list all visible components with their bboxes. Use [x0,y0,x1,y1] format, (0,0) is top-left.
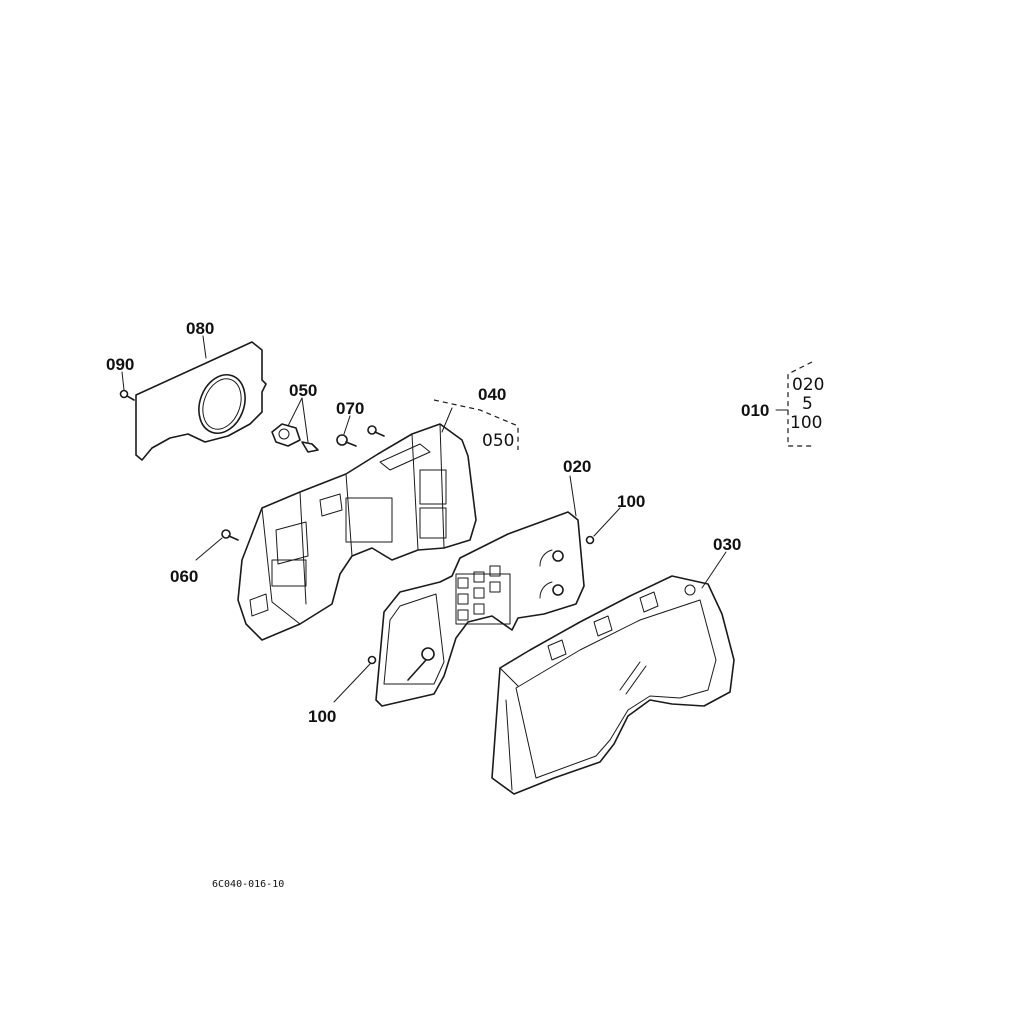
callout-060: 060 [170,567,198,586]
callout-070: 070 [336,399,364,418]
part-070-screws [336,425,385,447]
drawing-number: 6C040-016-10 [212,879,284,890]
part-090-screw [119,389,135,401]
bracket-010 [787,361,813,447]
part-100-screw-left [367,655,377,665]
part-050-bulb-sockets [271,423,319,453]
callout-020: 020 [563,457,591,476]
part-060-screw [221,529,239,541]
callout-010-range-top: 020 [792,375,824,395]
callout-090: 090 [106,355,134,374]
callout-100-right: 100 [617,492,645,511]
callout-100-left: 100 [308,707,336,726]
callout-040: 040 [478,385,506,404]
part-100-screw-right [585,535,595,545]
callout-080: 080 [186,319,214,338]
callout-010-range-mid: 5 [802,394,813,414]
callout-040-sub: 050 [482,431,514,451]
part-030-front-cover [491,575,735,795]
part-rear-case [237,423,477,641]
callout-010-range-bottom: 100 [790,413,822,433]
callout-030: 030 [713,535,741,554]
part-080-plate [135,341,267,461]
part-020-dial-face [375,511,585,707]
leader-lines [121,335,789,703]
callout-010: 010 [741,401,769,420]
callout-050: 050 [289,381,317,400]
bracket-040 [433,399,519,450]
